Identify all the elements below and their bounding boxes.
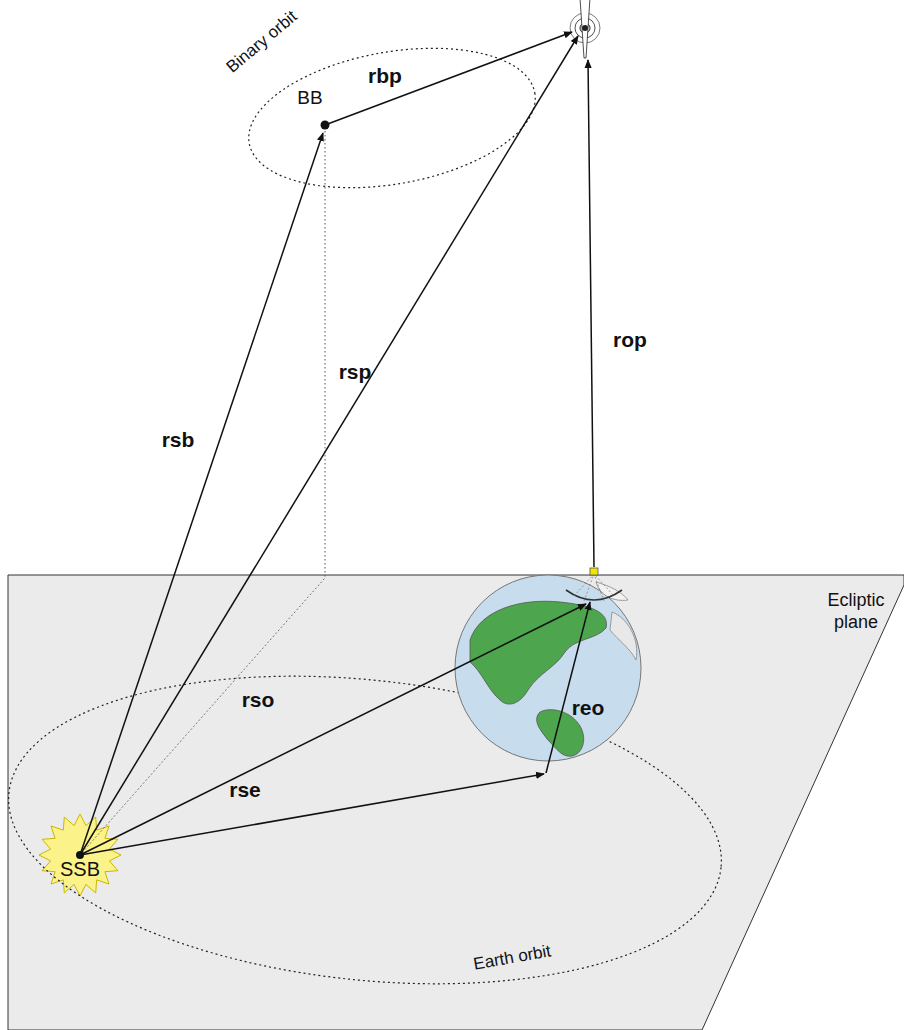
barycenter-dot (321, 121, 330, 130)
earth (455, 575, 641, 761)
pulsar (570, 0, 600, 58)
vector-label: rsb (162, 428, 195, 452)
vector-label: rso (242, 688, 275, 712)
node-label: Ecliptic plane (816, 590, 896, 633)
plane-outline (0, 575, 904, 1030)
point-label: BB (297, 87, 322, 109)
projection-line (80, 127, 325, 855)
radio-telescope (566, 568, 622, 601)
ssb-dot (76, 851, 84, 859)
vector-label: rse (229, 778, 261, 802)
orbit-label: Binary orbit (223, 7, 302, 78)
vector-label: reo (572, 696, 605, 720)
vectors (80, 32, 594, 855)
node-label: SSB (60, 858, 100, 881)
vector-label: rsp (339, 360, 372, 384)
ecliptic-plane: Ecliptic planeSSB (0, 575, 904, 1030)
vector-label: rop (613, 328, 647, 352)
vector-label: rbp (368, 64, 402, 88)
binary-orbit (238, 28, 547, 208)
